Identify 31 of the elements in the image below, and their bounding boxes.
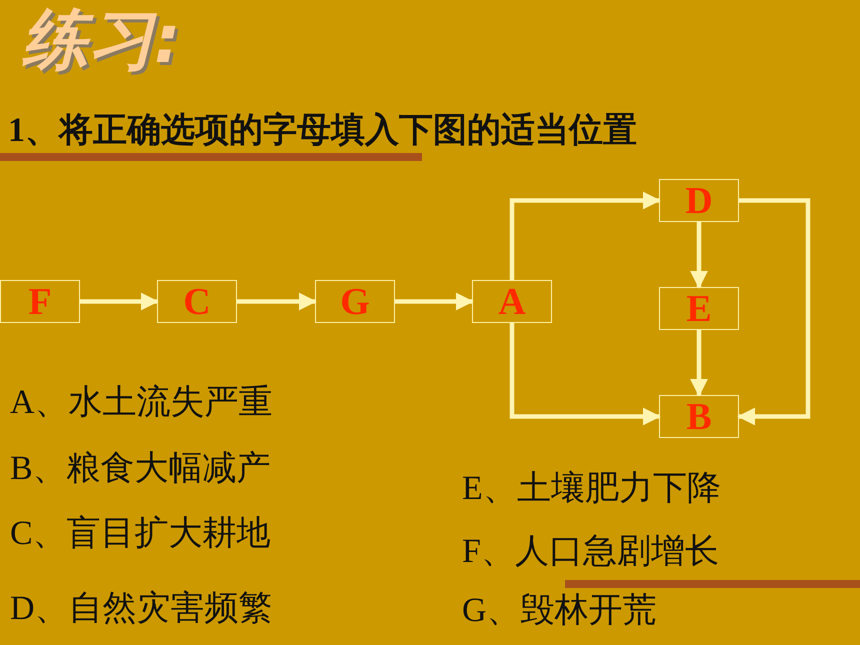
arrow — [690, 222, 708, 289]
answer-letter: F — [28, 282, 52, 320]
option-text: C、盲目扩大耕地 — [10, 515, 271, 552]
option-text: B、粮食大幅减产 — [10, 450, 271, 488]
letter-box — [659, 287, 739, 330]
answer-letter: C — [183, 282, 211, 320]
arrow — [510, 323, 661, 426]
answer-letter: G — [340, 282, 370, 320]
letter-box — [315, 280, 395, 323]
arrow — [395, 292, 474, 310]
answer-letter: D — [685, 182, 713, 220]
arrow — [80, 292, 159, 310]
option-text: D、自然灾害频繁 — [10, 590, 273, 628]
answer-letter: B — [686, 398, 712, 436]
arrow — [690, 330, 708, 397]
option-text: F、人口急剧增长 — [462, 533, 719, 570]
option-text: G、毁林开荒 — [462, 592, 657, 630]
letter-box — [0, 280, 80, 323]
letter-box — [472, 280, 552, 323]
arrow — [737, 198, 810, 426]
letter-box — [659, 179, 739, 222]
letter-box — [659, 395, 739, 438]
option-text: A、水土流失严重 — [10, 384, 273, 422]
letter-box — [157, 280, 237, 323]
question-text: 1、将正确选项的字母填入下图的适当位置 — [8, 112, 637, 150]
title: 练习: — [22, 2, 180, 78]
arrow — [237, 292, 317, 310]
option-text: E、土壤肥力下降 — [462, 470, 721, 508]
answer-letter: A — [498, 282, 526, 320]
arrow — [510, 192, 661, 280]
answer-letter: E — [686, 290, 712, 328]
